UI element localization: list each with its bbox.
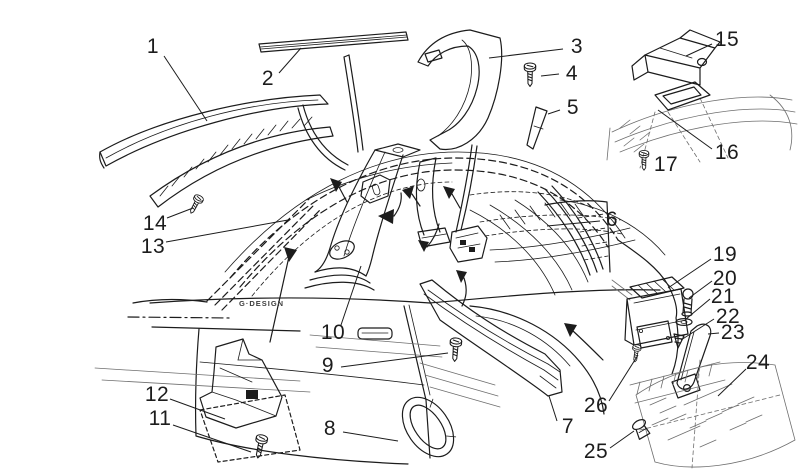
callout-label-23: 23 <box>720 321 746 344</box>
callout-label-2: 2 <box>261 67 275 90</box>
callout-label-10: 10 <box>320 321 346 344</box>
part-12-kick-panel <box>199 338 301 463</box>
leader-line-24 <box>717 368 747 397</box>
callout-label-15: 15 <box>714 28 740 51</box>
callout-label-3: 3 <box>570 35 584 58</box>
leader-line-4 <box>540 73 560 77</box>
leader-line-22 <box>680 318 715 341</box>
brand-watermark: G·DESIGN <box>239 299 285 308</box>
leader-line-19 <box>667 258 712 289</box>
part-15-bracket <box>631 29 721 86</box>
part-13-roof-rail <box>149 116 334 208</box>
callout-label-1: 1 <box>146 35 160 58</box>
rear-interior-structure <box>297 54 636 296</box>
part-8-oval-grommet <box>401 396 457 458</box>
callout-label-16: 16 <box>714 141 740 164</box>
leader-line-9 <box>340 352 449 368</box>
callout-label-8: 8 <box>323 417 337 440</box>
leader-line-2 <box>278 47 302 74</box>
leader-line-14 <box>166 207 194 219</box>
leader-line-12 <box>169 398 226 420</box>
callout-label-4: 4 <box>565 62 579 85</box>
leader-line-11 <box>172 424 252 453</box>
module-assembly <box>611 276 796 469</box>
leader-line-13 <box>165 219 289 243</box>
leader-line-20 <box>688 280 713 299</box>
callout-label-5: 5 <box>566 96 580 119</box>
part-3-quarter-trim <box>417 29 503 151</box>
callout-label-21: 21 <box>710 285 736 308</box>
console-sketch <box>606 94 798 169</box>
callout-label-14: 14 <box>142 212 168 235</box>
leader-line-1 <box>163 55 208 122</box>
leader-line-15 <box>685 43 713 57</box>
leader-lines <box>163 43 747 453</box>
leader-line-21 <box>685 298 711 320</box>
leader-line-7 <box>548 395 558 422</box>
callout-label-9: 9 <box>321 354 335 377</box>
direction-arrows <box>269 178 604 361</box>
leader-line-8 <box>342 431 399 442</box>
callout-label-20: 20 <box>712 267 738 290</box>
leader-line-6 <box>546 220 601 227</box>
callout-label-24: 24 <box>745 351 771 374</box>
part-16-frame-gasket <box>654 81 711 111</box>
callout-label-26: 26 <box>583 394 609 417</box>
car-body <box>94 151 679 465</box>
leader-line-5 <box>547 109 561 115</box>
leader-line-3 <box>488 48 564 59</box>
callout-label-6: 6 <box>605 208 619 231</box>
leader-line-23 <box>707 332 720 335</box>
callout-label-22: 22 <box>715 305 741 328</box>
leader-line-25 <box>609 430 635 449</box>
callout-label-25: 25 <box>583 440 609 463</box>
part-1-roof-panel <box>99 94 329 169</box>
part-5-trim-strip <box>526 106 548 150</box>
part-2-drip-rail-strip <box>258 31 409 53</box>
b-pillar-trim <box>304 143 421 291</box>
door-handle <box>357 327 393 340</box>
callout-label-12: 12 <box>144 383 170 406</box>
leader-line-26 <box>608 354 639 402</box>
callout-label-11: 11 <box>148 407 172 430</box>
callout-label-17: 17 <box>653 153 679 176</box>
leader-line-10 <box>340 265 362 326</box>
callout-label-19: 19 <box>712 243 738 266</box>
callout-label-13: 13 <box>140 235 166 258</box>
leader-line-16 <box>657 109 713 150</box>
callout-label-7: 7 <box>561 415 575 438</box>
